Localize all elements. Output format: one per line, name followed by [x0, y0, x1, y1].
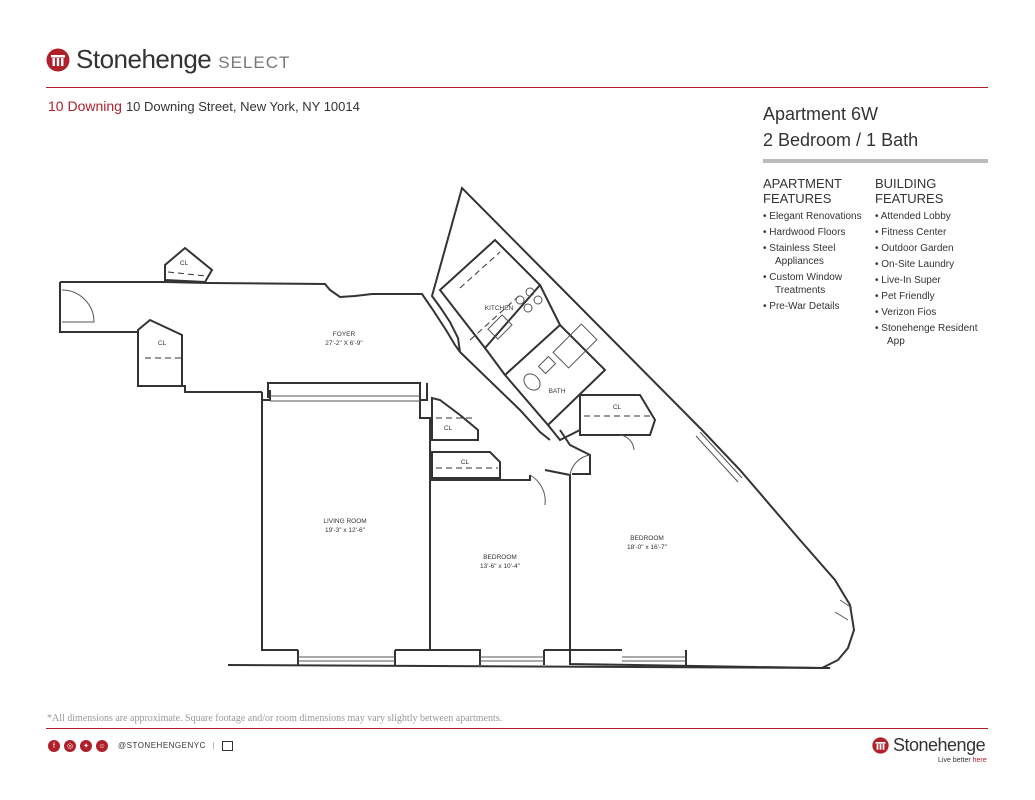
tagline-prefix: Live better [938, 757, 973, 764]
closet-1 [164, 246, 214, 284]
feature-item: • Outdoor Garden [875, 243, 954, 254]
closet-3 [431, 396, 479, 441]
apartment-features-heading-line2: FEATURES [763, 191, 832, 206]
bedroom-2-label: BEDROOM [630, 535, 664, 542]
feature-item: • Pre-War Details [763, 301, 840, 312]
bedroom-2-dims: 18'-0" x 16'-7" [627, 544, 668, 551]
brand-name: Stonehenge [76, 44, 212, 74]
closet-label: CL [158, 340, 167, 347]
door-closet-5 [619, 434, 635, 451]
building-features-heading-line1: BUILDING [875, 176, 937, 191]
brand-suffix: SELECT [218, 52, 291, 72]
apartment-features-heading: APARTMENT FEATURES [763, 176, 868, 206]
feature-item: • Hardwood Floors [763, 227, 846, 238]
foyer-dims: 27'-2" X 6'-9" [325, 340, 363, 347]
bedroom-1-walls [430, 475, 571, 665]
tagline: Live better here [938, 757, 987, 764]
apartment-title: Apartment 6W 2 Bedroom / 1 Bath [763, 101, 918, 153]
feature-item: • Verizon Fios [875, 307, 937, 318]
feature-item: • On-Site Laundry [875, 259, 955, 270]
building-features: BUILDING FEATURES • Attended Lobby • Fit… [875, 176, 990, 351]
door-bedroom-2 [569, 454, 591, 476]
window-bottom-1 [298, 656, 395, 662]
stonehenge-logo-icon [46, 48, 70, 71]
closet-5 [579, 394, 657, 436]
disclaimer: *All dimensions are approximate. Square … [47, 713, 503, 724]
feature-item: • Attended Lobby [875, 211, 951, 222]
door-bedroom-1 [529, 474, 546, 506]
equal-housing-icon [221, 741, 233, 751]
social-handle-text: @STONEHENGENYC [118, 741, 206, 751]
social-handle: @STONEHENGENYC | [118, 741, 233, 751]
door-entry [61, 289, 95, 323]
apartment-unit: Apartment 6W [763, 104, 879, 124]
snapchat-icon[interactable]: ☺ [96, 740, 108, 752]
twitter-icon[interactable]: ✦ [80, 740, 92, 752]
building-name: 10 Downing [48, 98, 122, 114]
foyer-label: FOYER [333, 331, 356, 338]
social-icons: f ◎ ✦ ☺ [48, 740, 108, 752]
instagram-icon[interactable]: ◎ [64, 740, 76, 752]
feature-item: • Pet Friendly [875, 291, 935, 302]
stonehenge-logo-icon [872, 737, 889, 754]
facebook-icon[interactable]: f [48, 740, 60, 752]
apartment-features-heading-line1: APARTMENT [763, 176, 842, 191]
title-divider [763, 159, 988, 163]
closet-label: CL [613, 404, 622, 411]
closet-2 [137, 318, 183, 387]
closet-label: CL [444, 425, 453, 432]
feature-item: • Live-In Super [875, 275, 941, 286]
brand-logo: Stonehenge SELECT [46, 44, 290, 75]
window-bottom-3 [622, 656, 686, 662]
closet-label: CL [180, 260, 189, 267]
building-features-heading: BUILDING FEATURES [875, 176, 990, 206]
living-room-label: LIVING ROOM [323, 518, 366, 525]
bath-label: BATH [549, 388, 566, 395]
header-rule [46, 87, 988, 88]
window-living [270, 395, 420, 402]
kitchen-label: KITCHEN [485, 305, 514, 312]
closet-label: CL [461, 459, 470, 466]
building-address: 10 Downing Street, New York, NY 10014 [125, 99, 360, 114]
feature-item: • Fitness Center [875, 227, 947, 238]
window-diagonal [695, 431, 743, 483]
bath-walls [503, 323, 607, 427]
footer-rule [46, 728, 988, 729]
closet-4 [431, 451, 501, 479]
bedroom-1-dims: 13'-6" x 10'-4" [480, 563, 521, 570]
window-bottom-2 [480, 656, 544, 662]
apartment-layout: 2 Bedroom / 1 Bath [763, 130, 919, 150]
tagline-accent: here [972, 757, 987, 764]
feature-item: • Elegant Renovations [763, 211, 862, 222]
building-features-heading-line2: FEATURES [875, 191, 944, 206]
footer-brand: Stonehenge [872, 735, 986, 756]
living-room-dims: 19'-3" x 12'-6" [325, 527, 366, 534]
bedroom-1-label: BEDROOM [483, 554, 517, 561]
apartment-features: APARTMENT FEATURES • Elegant Renovations… [763, 176, 868, 316]
footer-brand-name: Stonehenge [893, 735, 986, 755]
